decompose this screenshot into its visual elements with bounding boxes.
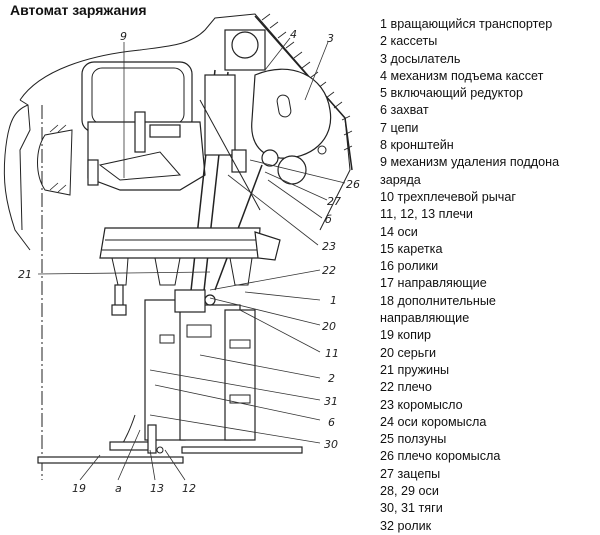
callout-27: 27 (327, 195, 341, 208)
callout-6: 6 (328, 416, 335, 429)
legend-item: 25 ползуны (380, 432, 447, 447)
callout-26: 26 (346, 178, 360, 191)
legend-item: 27 зацепы (380, 466, 441, 481)
callout-31: 31 (324, 395, 338, 408)
callout-b: б (325, 213, 332, 226)
callout-20: 20 (322, 320, 336, 333)
parts-legend: 1 вращающийся транспортер 2 кассеты 3 досы… (380, 16, 600, 535)
legend-item: 18 дополнительные (380, 293, 496, 308)
callout-21: 21 (18, 268, 32, 281)
legend-item: 14 оси (380, 224, 418, 239)
legend-item: 5 включающий редуктор (380, 86, 523, 101)
legend-item: 32 ролик (380, 518, 432, 533)
callout-23: 23 (322, 240, 336, 253)
callout-19: 19 (72, 482, 86, 495)
legend-item: 30, 31 тяги (380, 501, 443, 516)
legend-item: 8 кронштейн (380, 138, 454, 153)
legend-item: 23 коромысло (380, 397, 463, 412)
legend-item: 15 каретка (380, 241, 443, 256)
legend-item: 17 направляющие (380, 276, 487, 291)
legend-item: 11, 12, 13 плечи (380, 207, 473, 222)
callout-4: 4 (290, 28, 297, 41)
legend-item: 20 серьги (380, 345, 437, 360)
callout-22: 22 (322, 264, 336, 277)
legend-item: 28, 29 оси (380, 484, 439, 499)
legend-item: 26 плечо коромысла (380, 449, 501, 464)
legend-item: заряда (380, 172, 421, 187)
callout-12: 12 (182, 482, 196, 495)
legend-item: 22 плечо (380, 380, 432, 395)
legend-item: 21 пружины (380, 362, 450, 377)
legend-item: 19 копир (380, 328, 432, 343)
legend-item: 9 механизм удаления поддона (380, 155, 560, 170)
callout-3: 3 (327, 32, 334, 45)
legend-item: 7 цепи (380, 120, 419, 135)
autoloader-drawing: 9 4 3 26 27 б 23 21 22 1 20 11 2 31 6 30… (3, 13, 360, 495)
callout-a: а (115, 482, 122, 495)
callout-9: 9 (120, 30, 127, 43)
tray-removal-mechanism (87, 111, 206, 191)
legend-item: 10 трехплечевой рычаг (380, 189, 516, 204)
legend-item: 16 ролики (380, 259, 439, 274)
legend-item: 6 захват (380, 103, 429, 118)
hull-outline (3, 13, 353, 480)
cassettes (144, 289, 256, 441)
rotating-conveyor (99, 227, 281, 316)
callout-1: 1 (330, 294, 337, 307)
legend-item: направляющие (380, 311, 470, 326)
callout-2: 2 (328, 372, 335, 385)
callout-13: 13 (150, 482, 164, 495)
legend-item: 2 кассеты (380, 34, 438, 49)
rammer (224, 29, 332, 185)
cassette-lift-mechanism (189, 69, 263, 301)
callout-30: 30 (324, 438, 338, 451)
legend-item: 24 оси коромысла (380, 414, 487, 429)
legend-item: 4 механизм подъема кассет (380, 68, 544, 83)
floor-copier (37, 414, 303, 464)
legend-item: 1 вращающийся транспортер (380, 17, 553, 31)
legend-item: 3 досылатель (380, 51, 461, 66)
callout-11: 11 (325, 347, 339, 360)
diagram-title: Автомат заряжания (10, 2, 147, 18)
leader-lines (37, 37, 346, 481)
